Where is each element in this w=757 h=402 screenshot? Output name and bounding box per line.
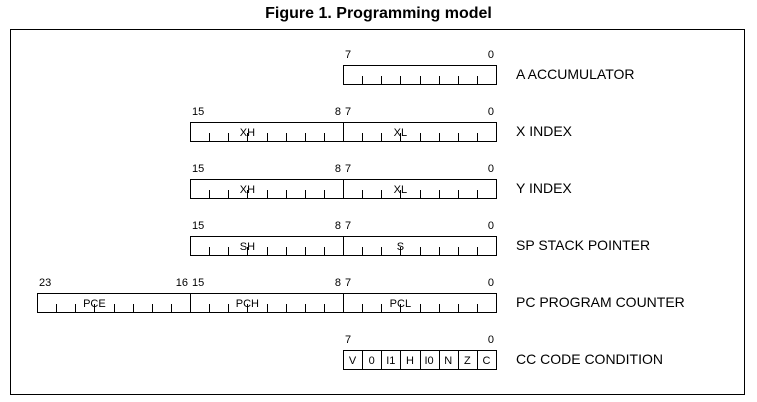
register-byte-box [343, 236, 497, 256]
bit-number-low: 0 [488, 106, 494, 118]
bit-number-high: 7 [345, 49, 351, 61]
register-field-label: Z [464, 355, 471, 367]
bit-number-high: 7 [345, 334, 351, 346]
bit-number-low: 16 [176, 277, 188, 289]
register-name: A ACCUMULATOR [516, 66, 635, 82]
bit-number-high: 15 [192, 220, 204, 232]
register-field-label: I1 [386, 355, 395, 367]
register-byte-box [343, 293, 497, 313]
register-field-label: V [349, 355, 357, 367]
register-field-label: XH [240, 184, 255, 196]
bit-number-high: 7 [345, 106, 351, 118]
register-name: CC CODE CONDITION [516, 351, 663, 367]
bit-number-low: 8 [335, 220, 341, 232]
register-field-label: SH [240, 241, 255, 253]
bit-number-high: 7 [345, 220, 351, 232]
register-byte-box [343, 122, 497, 142]
bit-number-low: 0 [488, 163, 494, 175]
register-field-label: N [444, 355, 452, 367]
bit-number-low: 8 [335, 106, 341, 118]
bit-number-high: 23 [39, 277, 51, 289]
bit-number-low: 0 [488, 49, 494, 61]
bit-number-low: 8 [335, 163, 341, 175]
bit-number-high: 15 [192, 163, 204, 175]
register-byte-box [343, 65, 497, 85]
register-field-label: I0 [424, 355, 433, 367]
register-field-label: XL [394, 184, 407, 196]
register-field-label: 0 [369, 355, 375, 367]
register-field-label: XL [394, 127, 407, 139]
register-byte-box [343, 179, 497, 199]
bit-number-high: 7 [345, 277, 351, 289]
bit-number-high: 15 [192, 277, 204, 289]
bit-number-low: 8 [335, 277, 341, 289]
register-name: X INDEX [516, 123, 573, 139]
bit-number-low: 0 [488, 334, 494, 346]
register-field-label: PCL [390, 298, 411, 310]
bit-number-low: 0 [488, 220, 494, 232]
register-name: PC PROGRAM COUNTER [516, 294, 685, 310]
register-field-label: S [397, 241, 404, 253]
register-name: Y INDEX [516, 180, 572, 196]
bit-number-high: 7 [345, 163, 351, 175]
register-field-label: XH [240, 127, 255, 139]
register-field-label: PCE [83, 298, 106, 310]
register-field-label: H [406, 355, 414, 367]
register-name: SP STACK POINTER [516, 237, 650, 253]
register-field-label: C [482, 355, 490, 367]
bit-number-high: 15 [192, 106, 204, 118]
figure-title: Figure 1. Programming model [265, 5, 492, 22]
bit-number-low: 0 [488, 277, 494, 289]
register-field-label: PCH [236, 298, 259, 310]
diagram-frame [10, 29, 745, 395]
